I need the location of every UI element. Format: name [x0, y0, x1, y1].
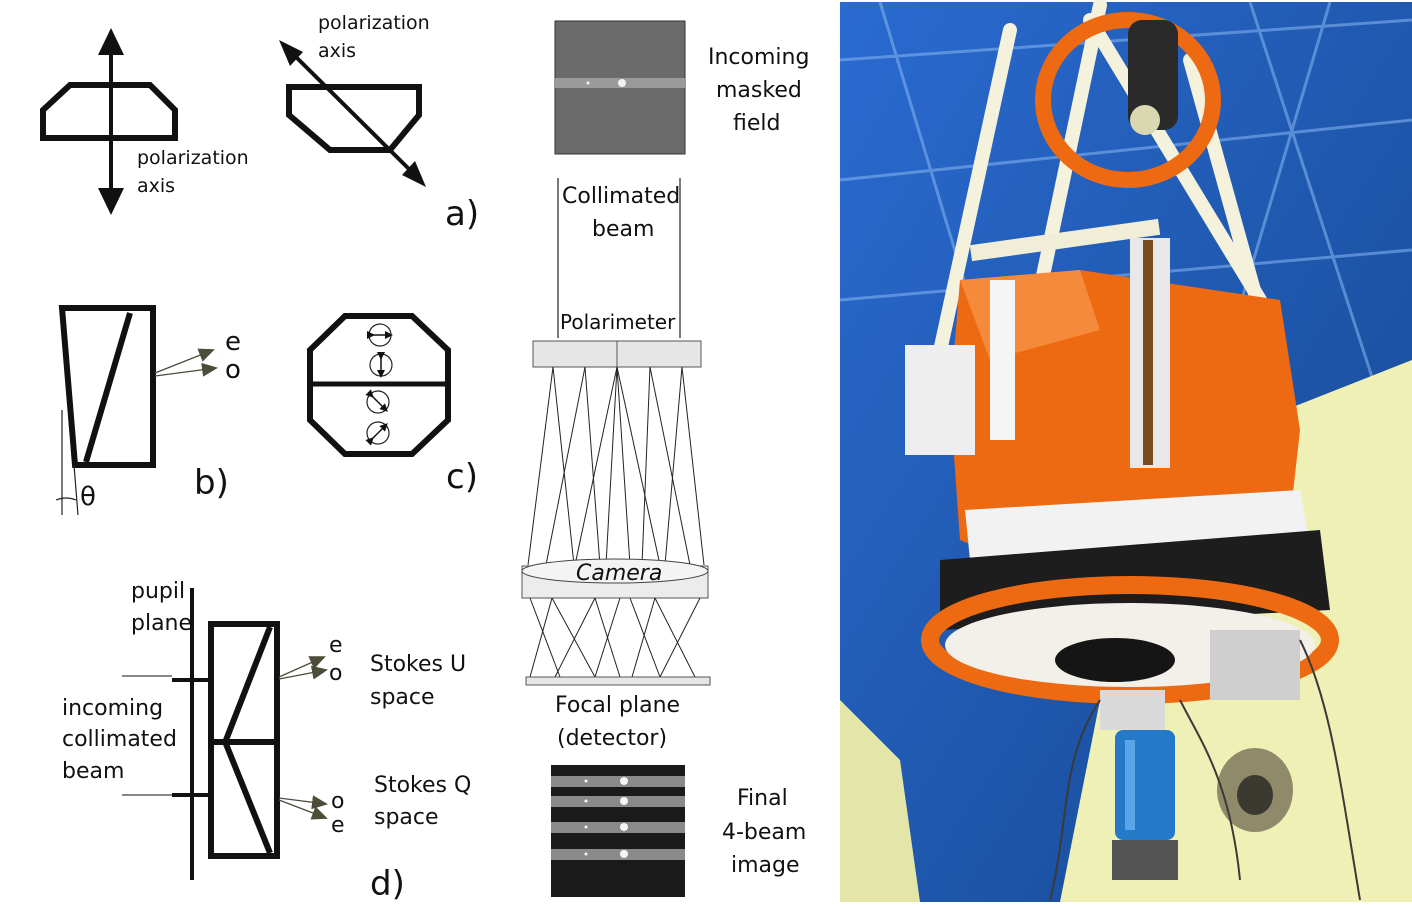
- arrowhead-downright-icon: [402, 161, 426, 187]
- ray-o-arrow: [154, 362, 218, 377]
- axis-label-2-line2: axis: [318, 40, 356, 62]
- upper-ray-e-arrow: [278, 656, 326, 678]
- upper-o-label: o: [329, 661, 342, 686]
- upper-interface: [223, 625, 273, 742]
- ray-fan-lower: [529, 597, 701, 678]
- axis-label-1-line2: axis: [137, 175, 175, 197]
- focal-plane-label-2: (detector): [557, 726, 667, 751]
- lower-ray-o-arrow: [278, 795, 328, 810]
- camera-lens-icon: [521, 558, 709, 584]
- prism-a-right: [286, 84, 422, 153]
- incoming-beam-label-2: collimated: [62, 727, 177, 752]
- stokes-q-label-1: Stokes Q: [374, 773, 471, 798]
- incoming-beam-label-3: beam: [62, 759, 124, 784]
- optical-path: Incoming masked field Collimated beam Po…: [521, 20, 809, 897]
- pupil-plane-label-2: plane: [131, 611, 192, 636]
- final-image-label-2: 4-beam: [722, 820, 806, 845]
- prism-interface-b: [83, 312, 133, 463]
- stokes-u-label-2: space: [370, 685, 435, 710]
- stokes-u-label-1: Stokes U: [370, 652, 466, 677]
- polarization-circle-diag-1: [365, 389, 390, 414]
- incoming-beam-label-1: incoming: [62, 696, 163, 721]
- panel-c: c): [307, 313, 478, 497]
- polarization-circle-diag-2: [365, 421, 390, 446]
- polarization-axis-diagonal-arrow: [290, 51, 414, 174]
- upper-e-label: e: [329, 633, 343, 658]
- wollaston-prism-b: [58, 305, 156, 468]
- arrowhead-down-icon: [98, 188, 124, 215]
- prism-a-left: [40, 82, 178, 141]
- stokes-q-label-2: space: [374, 805, 439, 830]
- polarimeter-label: Polarimeter: [560, 310, 676, 334]
- lower-e-label: e: [331, 813, 345, 838]
- axis-label-2-line1: polarization: [318, 12, 430, 34]
- incoming-field-label-3: field: [733, 111, 780, 136]
- incoming-field-label-2: masked: [716, 78, 802, 103]
- panel-d: e o o e pupil plane incoming collimated …: [62, 579, 471, 904]
- upper-ray-o-arrow: [278, 665, 328, 680]
- angle-theta-label: θ: [80, 482, 96, 512]
- final-image-label-1: Final: [737, 786, 788, 811]
- ray-o-label: o: [225, 355, 241, 385]
- lower-ray-e-arrow: [278, 799, 328, 820]
- incoming-field-image: [554, 20, 686, 155]
- ray-e-arrow: [154, 348, 215, 374]
- arrowhead-upleft-icon: [279, 40, 303, 66]
- ray-e-label: e: [225, 327, 241, 357]
- octagonal-prism-c: [307, 313, 451, 457]
- panel-tag-a: a): [445, 194, 479, 234]
- polarization-circle-horizontal: [367, 323, 393, 347]
- collimated-beam-label-1: Collimated: [562, 184, 680, 209]
- panel-tag-d: d): [370, 864, 405, 904]
- instrument-photo: [839, 0, 1412, 902]
- lower-o-label: o: [331, 789, 344, 814]
- polarization-circle-vertical: [369, 352, 393, 378]
- final-4-beam-image: [551, 765, 685, 897]
- camera-label: Camera: [576, 561, 662, 586]
- focal-plane-label-1: Focal plane: [555, 693, 680, 718]
- panel-a: polarization axis polarization axis a): [40, 12, 479, 234]
- panel-tag-c: c): [446, 457, 478, 497]
- collimated-beam-label-2: beam: [592, 217, 654, 242]
- ray-fan-upper: [527, 366, 705, 566]
- panel-tag-b: b): [194, 463, 229, 503]
- incoming-field-label-1: Incoming: [708, 45, 809, 70]
- angle-side-line: [73, 464, 79, 516]
- pupil-plane-label-1: pupil: [131, 579, 185, 604]
- arrowhead-up-icon: [98, 28, 124, 55]
- angle-arc: [55, 497, 77, 501]
- final-image-label-3: image: [731, 853, 800, 878]
- axis-label-1-line1: polarization: [137, 147, 249, 169]
- lower-interface: [223, 742, 273, 855]
- panel-b: e o θ b): [55, 305, 241, 516]
- focal-plane-detector: [525, 676, 711, 686]
